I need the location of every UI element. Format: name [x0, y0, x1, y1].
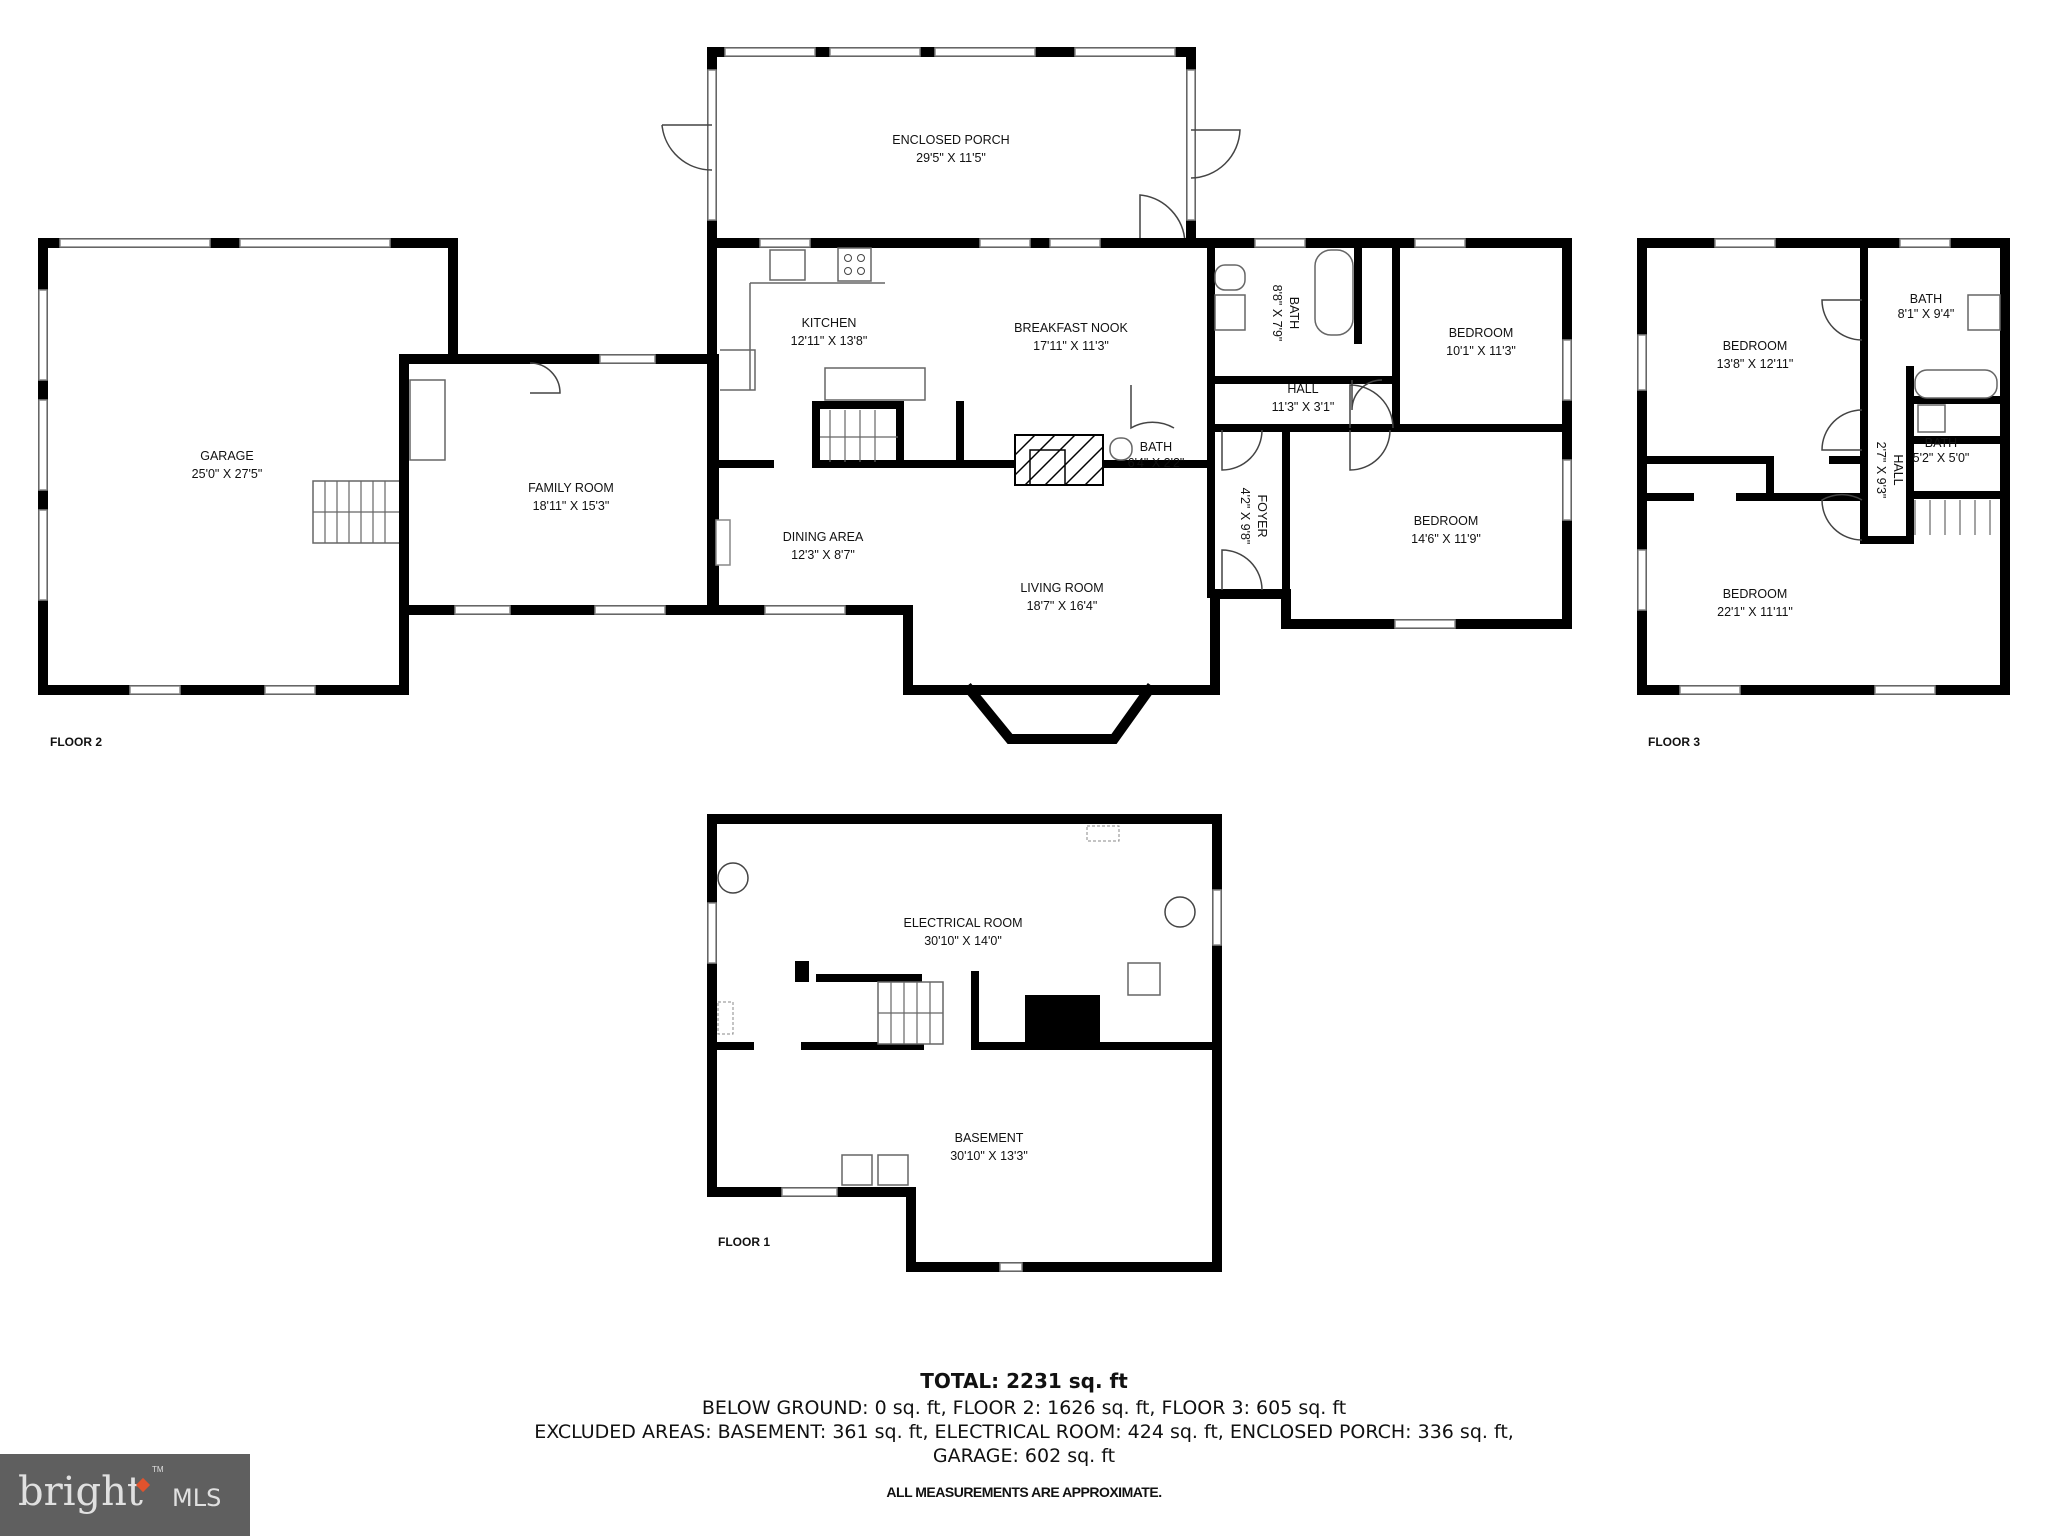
- sink-icon: [769, 249, 806, 281]
- floor-label: FLOOR 2: [50, 735, 102, 749]
- room-dims: 30'10" X 13'3": [950, 1149, 1028, 1163]
- room-dims: 6'4" X 2'2": [1128, 456, 1185, 470]
- room-name: BREAKFAST NOOK: [1014, 321, 1128, 335]
- room-dims: 14'6" X 11'9": [1411, 532, 1481, 546]
- garage-stairs: [312, 480, 402, 544]
- room-dims: 29'5" X 11'5": [916, 151, 986, 165]
- room-dims: 11'3" X 3'1": [1272, 400, 1335, 414]
- stove-icon: [837, 247, 872, 282]
- sink-icon: [877, 1154, 909, 1186]
- room-dims: 22'1" X 11'11": [1717, 605, 1793, 619]
- electrical-panel-icon: [1164, 896, 1196, 928]
- excluded-areas-cont: GARAGE: 602 sq. ft: [932, 1445, 1116, 1467]
- garage: [38, 238, 458, 695]
- room-dims: 18'7" X 16'4": [1027, 599, 1098, 613]
- room-name: BEDROOM: [1723, 339, 1788, 353]
- room-name: KITCHEN: [802, 316, 857, 330]
- room-dims: 17'11" X 11'3": [1033, 339, 1109, 353]
- logo-suffix: MLS: [172, 1484, 222, 1512]
- room-name: LIVING ROOM: [1020, 581, 1103, 595]
- room-name: HALL: [1287, 382, 1318, 396]
- room-name: BATH: [1925, 436, 1957, 450]
- disclaimer: ALL MEASUREMENTS ARE APPROXIMATE.: [886, 1484, 1162, 1500]
- room-name: BASEMENT: [955, 1131, 1024, 1145]
- excluded-areas: EXCLUDED AREAS: BASEMENT: 361 sq. ft, EL…: [534, 1421, 1514, 1443]
- room-name: GARAGE: [200, 449, 254, 463]
- room-name: ELECTRICAL ROOM: [903, 916, 1022, 930]
- electrical-panel-icon: [717, 862, 749, 894]
- room-dims: 13'8" X 12'11": [1717, 357, 1794, 371]
- room-dims: 4'2" X 9'8": [1238, 488, 1252, 545]
- room-name: DINING AREA: [783, 530, 864, 544]
- main-stairs: [812, 401, 964, 468]
- room-name: BEDROOM: [1449, 326, 1514, 340]
- room-dims: 12'11" X 13'8": [791, 334, 868, 348]
- fireplace: [1014, 434, 1104, 486]
- stove-icon: [841, 1154, 873, 1186]
- bay-window: [962, 682, 1156, 744]
- room-name: BEDROOM: [1414, 514, 1479, 528]
- floor-1-plan: [707, 814, 1222, 1272]
- bright-mls-logo: bright TM MLS: [0, 1454, 250, 1536]
- room-name: BATH: [1140, 440, 1172, 454]
- area-breakdown: BELOW GROUND: 0 sq. ft, FLOOR 2: 1626 sq…: [701, 1397, 1347, 1419]
- basement-stairs: [877, 981, 944, 1045]
- logo-trademark: TM: [152, 1465, 164, 1474]
- room-dims: 25'0" X 27'5": [192, 467, 263, 481]
- room-name: FAMILY ROOM: [528, 481, 614, 495]
- room-name: FOYER: [1255, 494, 1269, 537]
- room-name: BATH: [1287, 297, 1301, 329]
- room-dims: 10'1" X 11'3": [1446, 344, 1516, 358]
- room-name: BEDROOM: [1723, 587, 1788, 601]
- room-name: HALL: [1891, 454, 1905, 485]
- main-block: [707, 238, 1572, 744]
- room-dims: 8'8" X 7'9": [1270, 285, 1284, 342]
- room-dims: 30'10" X 14'0": [924, 934, 1002, 948]
- room-dims: 18'11" X 15'3": [533, 499, 610, 513]
- floor-label: FLOOR 1: [718, 1235, 770, 1249]
- floor-label: FLOOR 3: [1648, 735, 1700, 749]
- logo-wordmark: bright: [18, 1469, 143, 1515]
- enclosed-porch: [661, 47, 1241, 248]
- floor-3-plan: [1637, 238, 2010, 695]
- room-dims: 12'3" X 8'7": [791, 548, 855, 562]
- total-area: TOTAL: 2231 sq. ft: [920, 1369, 1128, 1393]
- room-dims: 2'7" X 9'3": [1874, 442, 1888, 499]
- room-name: BATH: [1910, 292, 1942, 306]
- room-dims: 5'2" X 5'0": [1913, 451, 1970, 465]
- room-name: ENCLOSED PORCH: [892, 133, 1009, 147]
- room-dims: 8'1" X 9'4": [1898, 307, 1955, 321]
